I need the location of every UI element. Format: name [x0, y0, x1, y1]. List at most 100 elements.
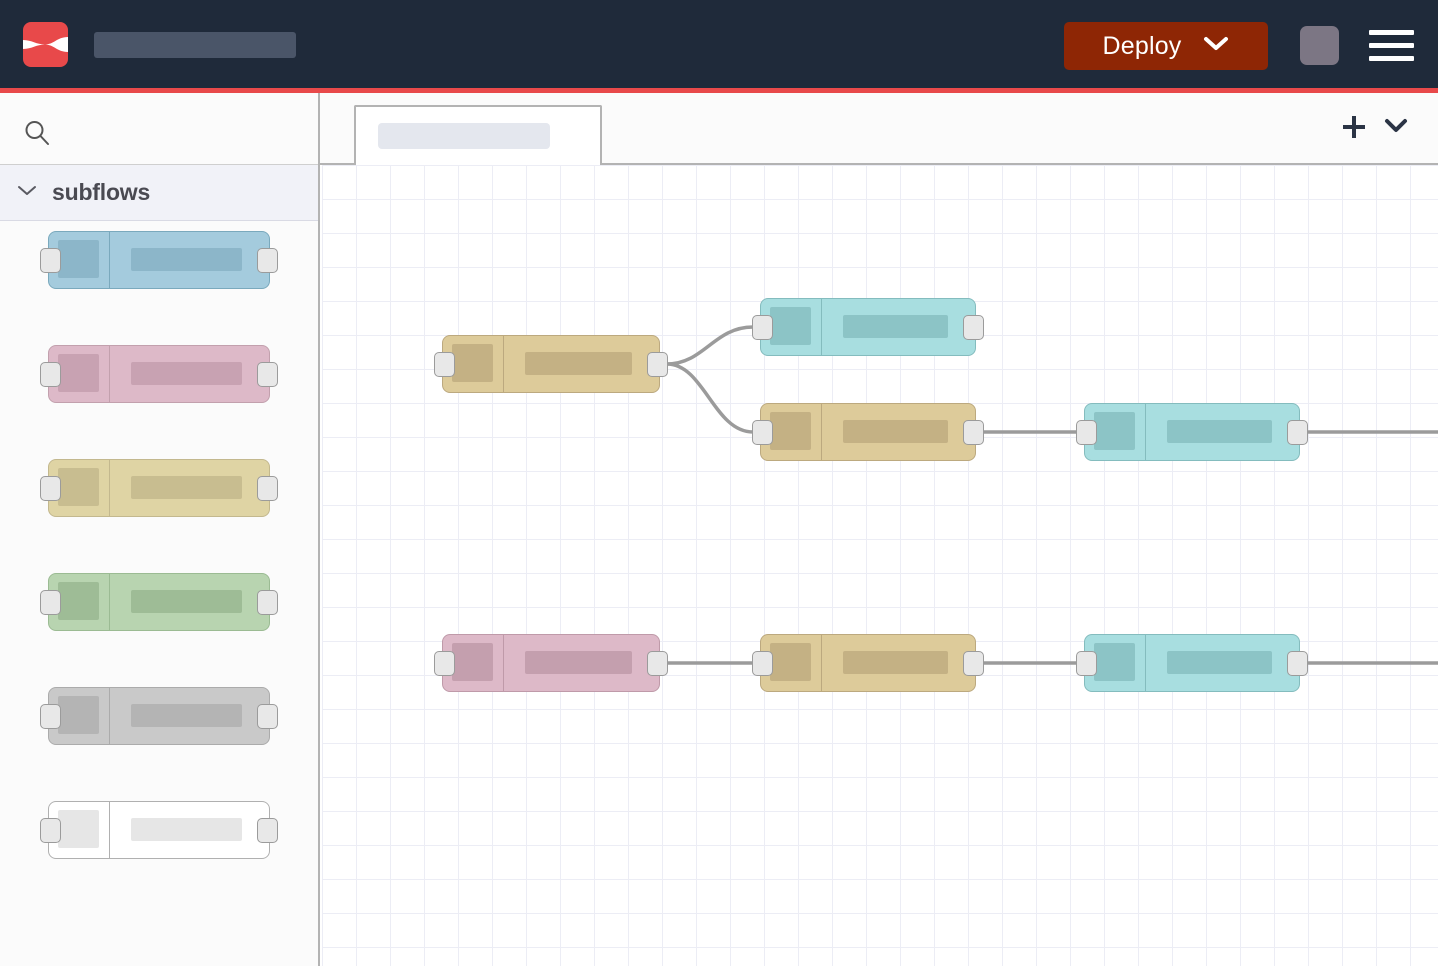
node-divider — [109, 801, 110, 859]
deploy-button[interactable]: Deploy — [1064, 22, 1268, 70]
node-output-port[interactable] — [963, 419, 984, 445]
node-input-port[interactable] — [40, 817, 61, 843]
node-input-port[interactable] — [40, 475, 61, 501]
node-output-port[interactable] — [257, 703, 278, 729]
node-divider — [109, 345, 110, 403]
node-output-port[interactable] — [257, 361, 278, 387]
flow-canvas[interactable] — [322, 165, 1438, 966]
node-output-port[interactable] — [1287, 650, 1308, 676]
node-label-placeholder — [525, 651, 632, 674]
node-divider — [109, 687, 110, 745]
node-input-port[interactable] — [40, 247, 61, 273]
flow-tab-1[interactable] — [354, 105, 602, 167]
node-divider — [821, 403, 822, 461]
node-input-port[interactable] — [40, 361, 61, 387]
palette-node-4[interactable] — [40, 573, 278, 631]
node-output-port[interactable] — [257, 817, 278, 843]
node-divider — [503, 634, 504, 692]
palette-section-label: subflows — [52, 179, 151, 205]
node-type-icon — [58, 240, 99, 278]
top-header-bar: Deploy — [0, 0, 1438, 88]
node-input-port[interactable] — [752, 314, 773, 340]
canvas-node-bot-1[interactable] — [434, 634, 668, 692]
node-type-icon — [58, 354, 99, 392]
workspace-title-placeholder — [94, 32, 296, 58]
chevron-down-icon[interactable] — [1381, 113, 1411, 142]
node-input-port[interactable] — [434, 650, 455, 676]
node-input-port[interactable] — [752, 419, 773, 445]
node-red-logo-icon[interactable] — [23, 22, 68, 67]
node-label-placeholder — [1167, 420, 1272, 443]
node-type-icon — [1094, 643, 1135, 681]
node-divider — [821, 298, 822, 356]
node-output-port[interactable] — [257, 589, 278, 615]
node-type-icon — [770, 643, 811, 681]
node-type-icon — [1094, 412, 1135, 450]
node-type-icon — [452, 344, 493, 382]
palette-search-bar[interactable] — [0, 93, 318, 165]
node-input-port[interactable] — [434, 351, 455, 377]
node-output-port[interactable] — [257, 247, 278, 273]
node-type-icon — [58, 696, 99, 734]
palette-sidebar: subflows — [0, 93, 320, 966]
palette-node-2[interactable] — [40, 345, 278, 403]
node-label-placeholder — [843, 315, 948, 338]
node-input-port[interactable] — [1076, 650, 1097, 676]
node-divider — [1145, 634, 1146, 692]
node-input-port[interactable] — [40, 589, 61, 615]
node-divider — [109, 573, 110, 631]
node-label-placeholder — [131, 818, 242, 841]
plus-icon[interactable] — [1337, 110, 1371, 149]
node-divider — [109, 459, 110, 517]
wire-split-to-mid[interactable] — [666, 362, 754, 434]
hamburger-menu-icon[interactable] — [1369, 30, 1414, 62]
node-output-port[interactable] — [647, 650, 668, 676]
node-label-placeholder — [131, 704, 242, 727]
palette-node-1[interactable] — [40, 231, 278, 289]
chevron-down-icon[interactable] — [1202, 35, 1230, 58]
canvas-node-mid-2[interactable] — [1076, 403, 1308, 461]
header-accent-stripe — [0, 88, 1438, 93]
node-output-port[interactable] — [963, 314, 984, 340]
node-divider — [821, 634, 822, 692]
palette-node-3[interactable] — [40, 459, 278, 517]
node-label-placeholder — [131, 590, 242, 613]
canvas-node-bot-3[interactable] — [1076, 634, 1308, 692]
node-input-port[interactable] — [752, 650, 773, 676]
node-type-icon — [452, 643, 493, 681]
node-label-placeholder — [131, 362, 242, 385]
node-input-port[interactable] — [40, 703, 61, 729]
node-divider — [109, 231, 110, 289]
palette-node-5[interactable] — [40, 687, 278, 745]
search-icon[interactable] — [22, 118, 52, 153]
user-avatar[interactable] — [1300, 26, 1339, 65]
canvas-node-split[interactable] — [434, 335, 668, 393]
node-type-icon — [770, 412, 811, 450]
node-type-icon — [58, 582, 99, 620]
node-input-port[interactable] — [1076, 419, 1097, 445]
node-type-icon — [58, 810, 99, 848]
node-label-placeholder — [131, 248, 242, 271]
node-output-port[interactable] — [257, 475, 278, 501]
flow-tab-bar — [320, 93, 1438, 167]
node-divider — [503, 335, 504, 393]
deploy-button-label: Deploy — [1102, 31, 1182, 60]
node-label-placeholder — [843, 420, 948, 443]
palette-node-6[interactable] — [40, 801, 278, 859]
canvas-node-top-1[interactable] — [752, 298, 984, 356]
node-label-placeholder — [525, 352, 632, 375]
node-divider — [1145, 403, 1146, 461]
node-label-placeholder — [843, 651, 948, 674]
node-output-port[interactable] — [647, 351, 668, 377]
canvas-node-mid-1[interactable] — [752, 403, 984, 461]
node-label-placeholder — [1167, 651, 1272, 674]
node-output-port[interactable] — [963, 650, 984, 676]
wire-layer — [666, 325, 1438, 665]
canvas-node-bot-2[interactable] — [752, 634, 984, 692]
node-output-port[interactable] — [1287, 419, 1308, 445]
node-label-placeholder — [131, 476, 242, 499]
wire-split-to-top[interactable] — [666, 325, 754, 366]
palette-section-subflows[interactable]: subflows — [0, 165, 318, 221]
chevron-down-icon[interactable] — [16, 183, 38, 202]
